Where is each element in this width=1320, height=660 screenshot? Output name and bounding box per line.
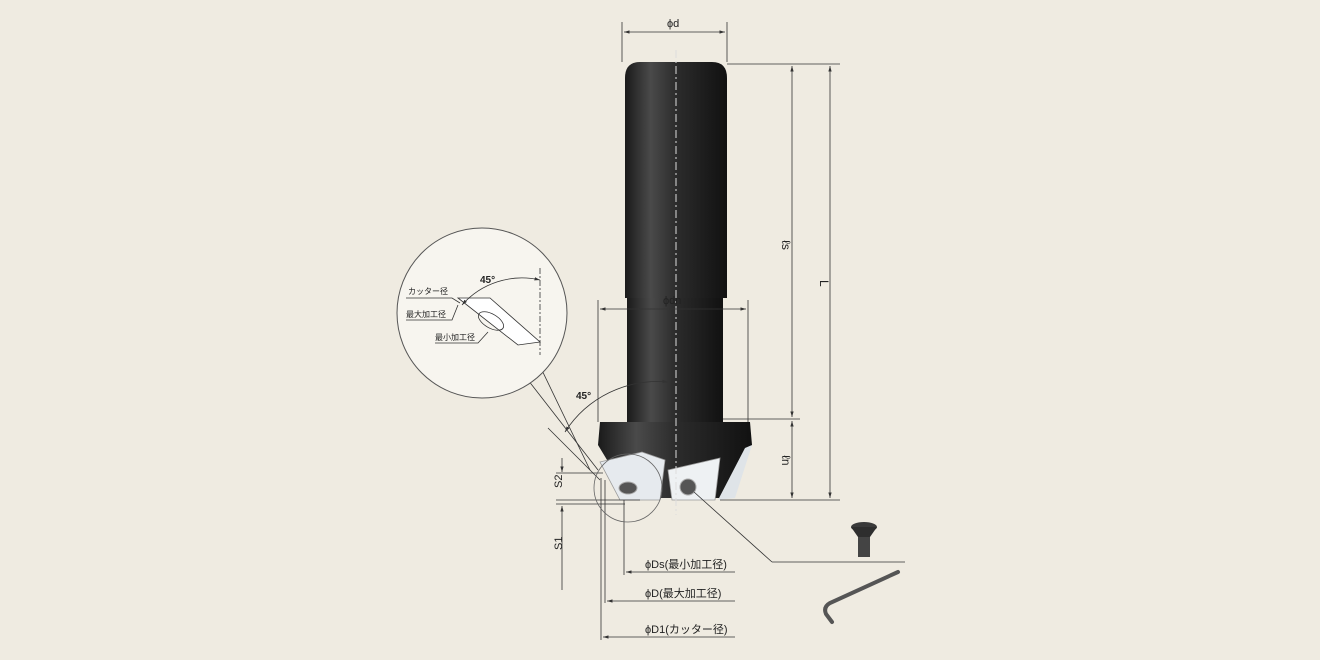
main-angle-label: 45° [576, 391, 591, 402]
dim-D-label: ϕD(最大加工径) [645, 586, 721, 600]
dimension-lines [527, 22, 905, 640]
min-dia-label: 最小加工径 [435, 332, 475, 342]
dim-Ds-label: ϕDs(最小加工径) [645, 558, 727, 571]
dim-S2-label: S2 [553, 475, 565, 488]
cutter-dia-label: カッター径 [408, 286, 448, 296]
dim-d-label: ϕd [667, 18, 679, 30]
hex-wrench-icon [823, 570, 900, 624]
dim-dn-label: ϕdn [663, 295, 681, 307]
dim-L-label: L [817, 280, 831, 287]
insert-screw-left [618, 481, 638, 495]
insert-left [599, 451, 666, 501]
insert-right [718, 445, 752, 500]
max-dia-label: 最大加工径 [406, 309, 446, 319]
dim-ln-label: ℓn [779, 455, 793, 466]
dim-D1-label: ϕD1(カッター径) [645, 623, 728, 636]
clamp-screw-icon [851, 522, 877, 557]
detail-angle-label: 45° [480, 275, 495, 286]
dim-ls-label: ℓs [779, 240, 793, 250]
detail-view: 45° カッター径 最大加工径 最小加工径 [396, 227, 568, 399]
neck [627, 298, 723, 422]
tool-body [598, 50, 752, 515]
insert-screw-right [679, 478, 697, 496]
dim-S1-label: S1 [553, 537, 565, 550]
